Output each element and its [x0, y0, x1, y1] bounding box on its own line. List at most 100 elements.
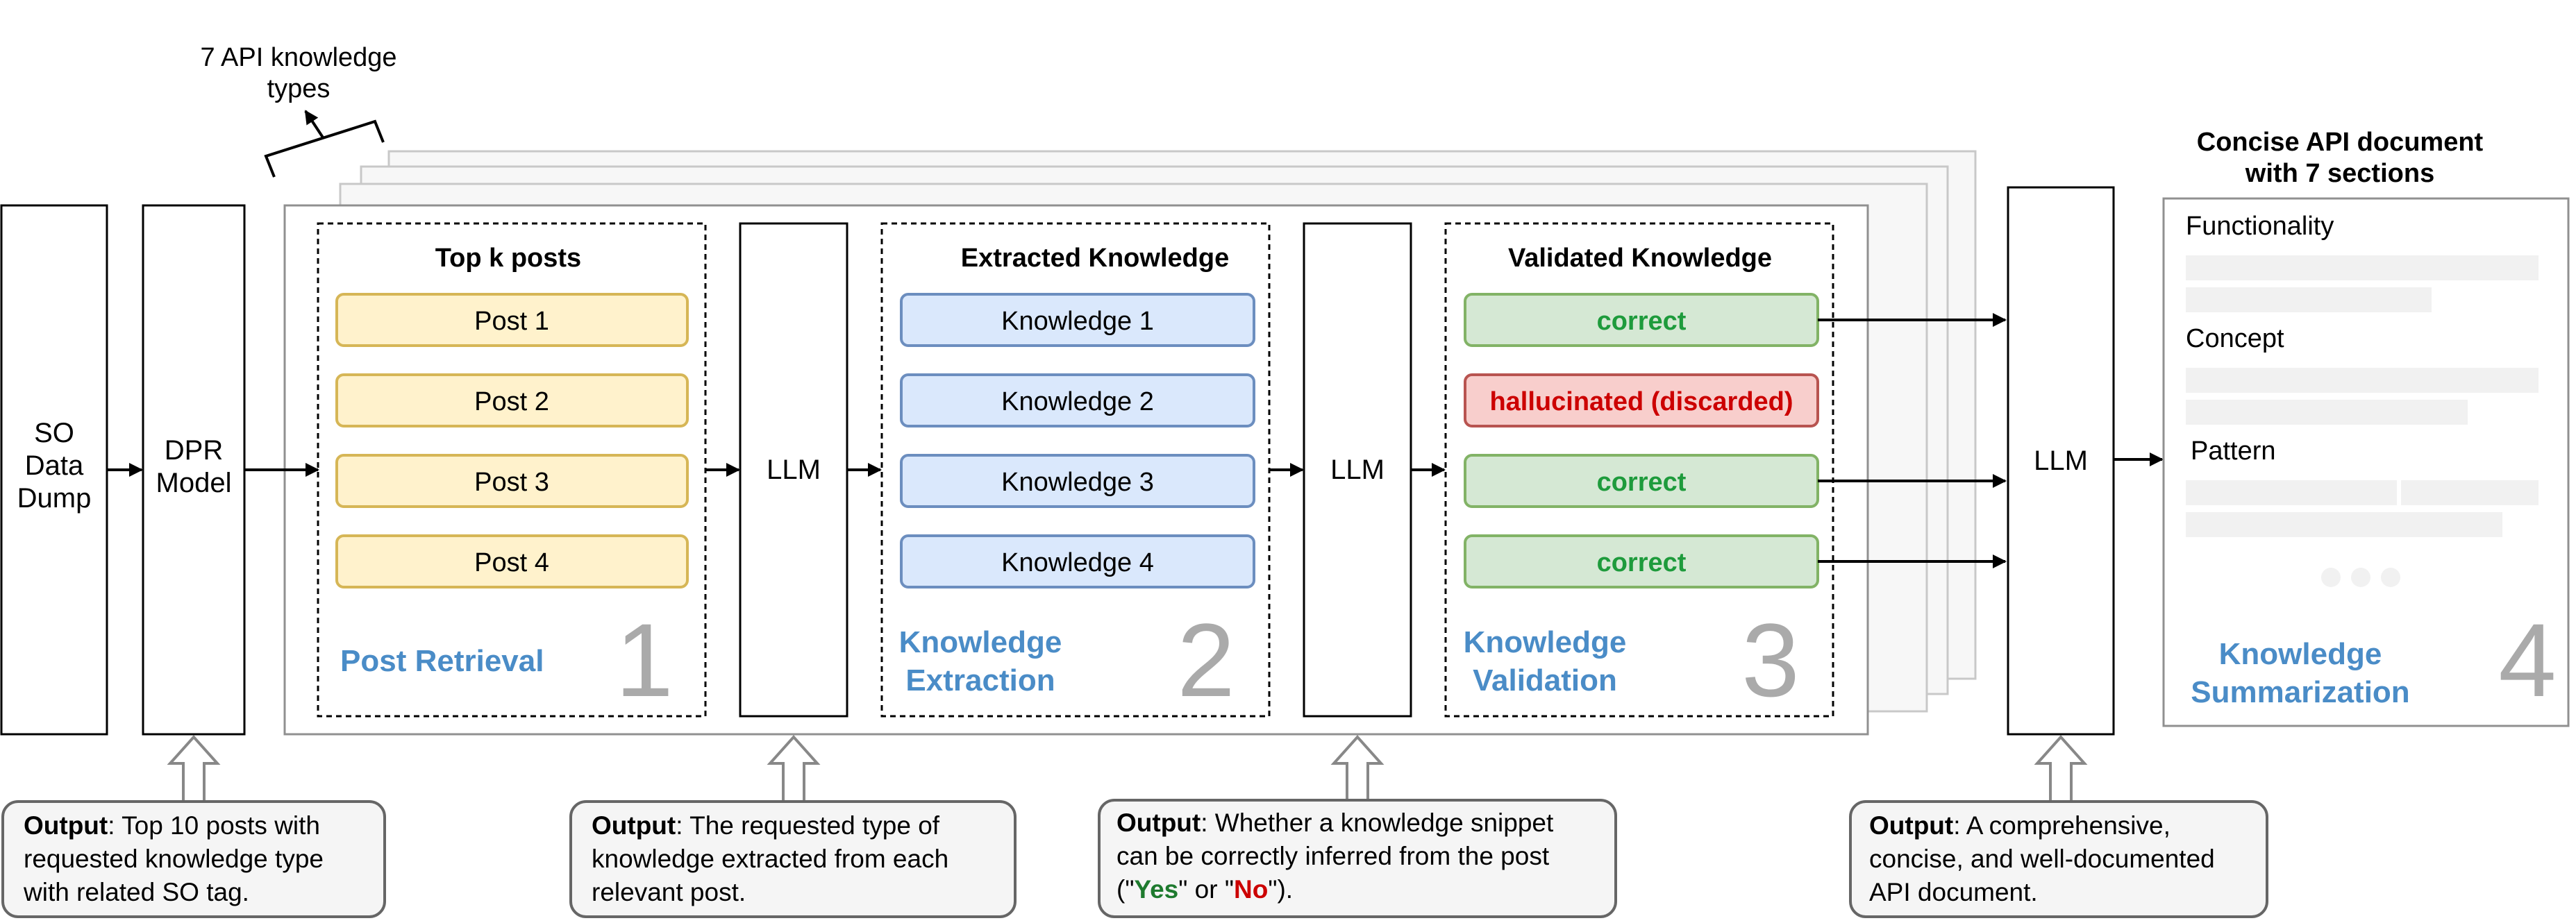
stage2-label-1: Knowledge: [899, 625, 1062, 659]
knowledge-4: [900, 534, 1255, 588]
stage4-number: 4: [2498, 602, 2556, 718]
stage3-number: 3: [1741, 602, 1799, 718]
output-2-line1: Output: The requested type of: [592, 811, 940, 840]
doc-section-2: Concept: [2186, 324, 2284, 353]
doc-ellipsis-dot-3: [2381, 568, 2400, 587]
stage1-number: 1: [615, 602, 673, 718]
output-2-text1: : The requested type of: [676, 811, 940, 840]
output-3-bold: Output: [1116, 808, 1201, 837]
llm-3-box: [2007, 186, 2115, 736]
doc-placeholder-2a: [2186, 368, 2539, 393]
doc-title-1: Concise API document: [2197, 128, 2484, 157]
output-3-paren-close: ").: [1268, 875, 1293, 904]
knowledge-4-label: Knowledge 4: [1001, 548, 1154, 577]
output-callout-3: [1098, 799, 1617, 918]
output-1-line3: with related SO tag.: [23, 878, 249, 906]
top-note-line1: 7 API knowledge: [200, 43, 396, 72]
output-3-line2: can be correctly inferred from the post: [1116, 842, 1550, 870]
stage1-label: Post Retrieval: [340, 644, 544, 678]
output-callout-1: [1, 800, 386, 918]
validated-4-label: correct: [1597, 548, 1687, 577]
post-4: [335, 534, 689, 588]
post-4-label: Post 4: [474, 548, 549, 577]
doc-placeholder-3a: [2186, 480, 2397, 505]
stage2-label-2: Extraction: [905, 663, 1055, 697]
output-callout-2: [569, 800, 1017, 918]
post-2: [335, 373, 689, 427]
doc-placeholder-1a: [2186, 255, 2539, 280]
post-1: [335, 293, 689, 347]
validated-2-label: hallucinated (discarded): [1489, 387, 1793, 416]
output-3-paren-open: (": [1116, 875, 1134, 904]
doc-title-2: with 7 sections: [2245, 159, 2434, 188]
knowledge-1-label: Knowledge 1: [1001, 307, 1154, 336]
stage1-title: Top k posts: [435, 244, 581, 273]
knowledge-2: [900, 373, 1255, 427]
doc-placeholder-1b: [2186, 287, 2432, 312]
dpr-label-1: DPR: [165, 435, 223, 466]
output-3-yes: Yes: [1134, 875, 1178, 904]
output-4-text1: : A comprehensive,: [1953, 811, 2171, 840]
doc-placeholder-2b: [2186, 400, 2468, 425]
validated-3-label: correct: [1597, 468, 1687, 497]
dpr-label-2: Model: [156, 468, 232, 498]
post-2-label: Post 2: [474, 387, 549, 416]
llm-3-label: LLM: [2034, 446, 2088, 476]
validated-2: [1464, 373, 1819, 427]
knowledge-1: [900, 293, 1255, 347]
doc-placeholder-3b: [2401, 480, 2539, 505]
output-4-line1: Output: A comprehensive,: [1869, 811, 2171, 840]
up-arrow-4: [2034, 735, 2088, 806]
output-4-line2: concise, and well-documented: [1869, 845, 2215, 873]
stage3-title: Validated Knowledge: [1508, 244, 1772, 273]
stage3-dashed-box: [1444, 222, 1834, 718]
output-2-line3: relevant post.: [592, 878, 746, 906]
top-note-arrow: [304, 110, 324, 139]
so-label-1: SO: [34, 418, 74, 448]
doc-section-1: Functionality: [2186, 212, 2334, 241]
doc-section-3: Pattern: [2191, 437, 2276, 466]
up-arrow-1: [167, 735, 221, 806]
output-3-line1: Output: Whether a knowledge snippet: [1116, 808, 1554, 837]
llm-1-label: LLM: [767, 455, 821, 485]
doc-ellipsis-dot-2: [2351, 568, 2370, 587]
knowledge-3: [900, 454, 1255, 508]
output-1-line1: Output: Top 10 posts with: [24, 811, 320, 840]
output-2-bold: Output: [592, 811, 676, 840]
output-1-bold: Output: [24, 811, 108, 840]
knowledge-3-label: Knowledge 3: [1001, 468, 1154, 497]
output-4-line3: API document.: [1869, 878, 2038, 906]
post-3-label: Post 3: [474, 468, 549, 497]
stage3-label-2: Validation: [1473, 663, 1617, 697]
output-1-text1: : Top 10 posts with: [108, 811, 320, 840]
doc-placeholder-3c: [2186, 512, 2502, 537]
post-1-label: Post 1: [474, 307, 549, 336]
doc-ellipsis-dot-1: [2321, 568, 2341, 587]
up-arrow-2: [767, 735, 821, 806]
output-3-no: No: [1234, 875, 1268, 904]
validated-1-label: correct: [1597, 307, 1687, 336]
output-3-text1: : Whether a knowledge snippet: [1201, 808, 1554, 837]
doc-box: [2162, 197, 2570, 727]
stage2-title: Extracted Knowledge: [961, 244, 1229, 273]
stage4-label-2: Summarization: [2191, 675, 2409, 709]
stage4-label-1: Knowledge: [2219, 637, 2382, 671]
output-1-line2: requested knowledge type: [24, 845, 324, 873]
output-2-line2: knowledge extracted from each: [592, 845, 948, 873]
output-4-bold: Output: [1869, 811, 1953, 840]
llm-2-label: LLM: [1330, 455, 1385, 485]
llm-1-box: [739, 222, 848, 718]
top-note-line2: types: [267, 74, 331, 103]
top-note-bracket: [264, 119, 385, 178]
stage3-label-1: Knowledge: [1464, 625, 1627, 659]
so-label-2: Data: [25, 450, 84, 481]
stage2-number: 2: [1177, 602, 1235, 718]
knowledge-2-label: Knowledge 2: [1001, 387, 1154, 416]
output-3-or: " or ": [1178, 875, 1234, 904]
output-callout-4: [1849, 800, 2268, 918]
post-3: [335, 454, 689, 508]
up-arrow-3: [1330, 735, 1385, 806]
so-label-3: Dump: [17, 483, 92, 514]
